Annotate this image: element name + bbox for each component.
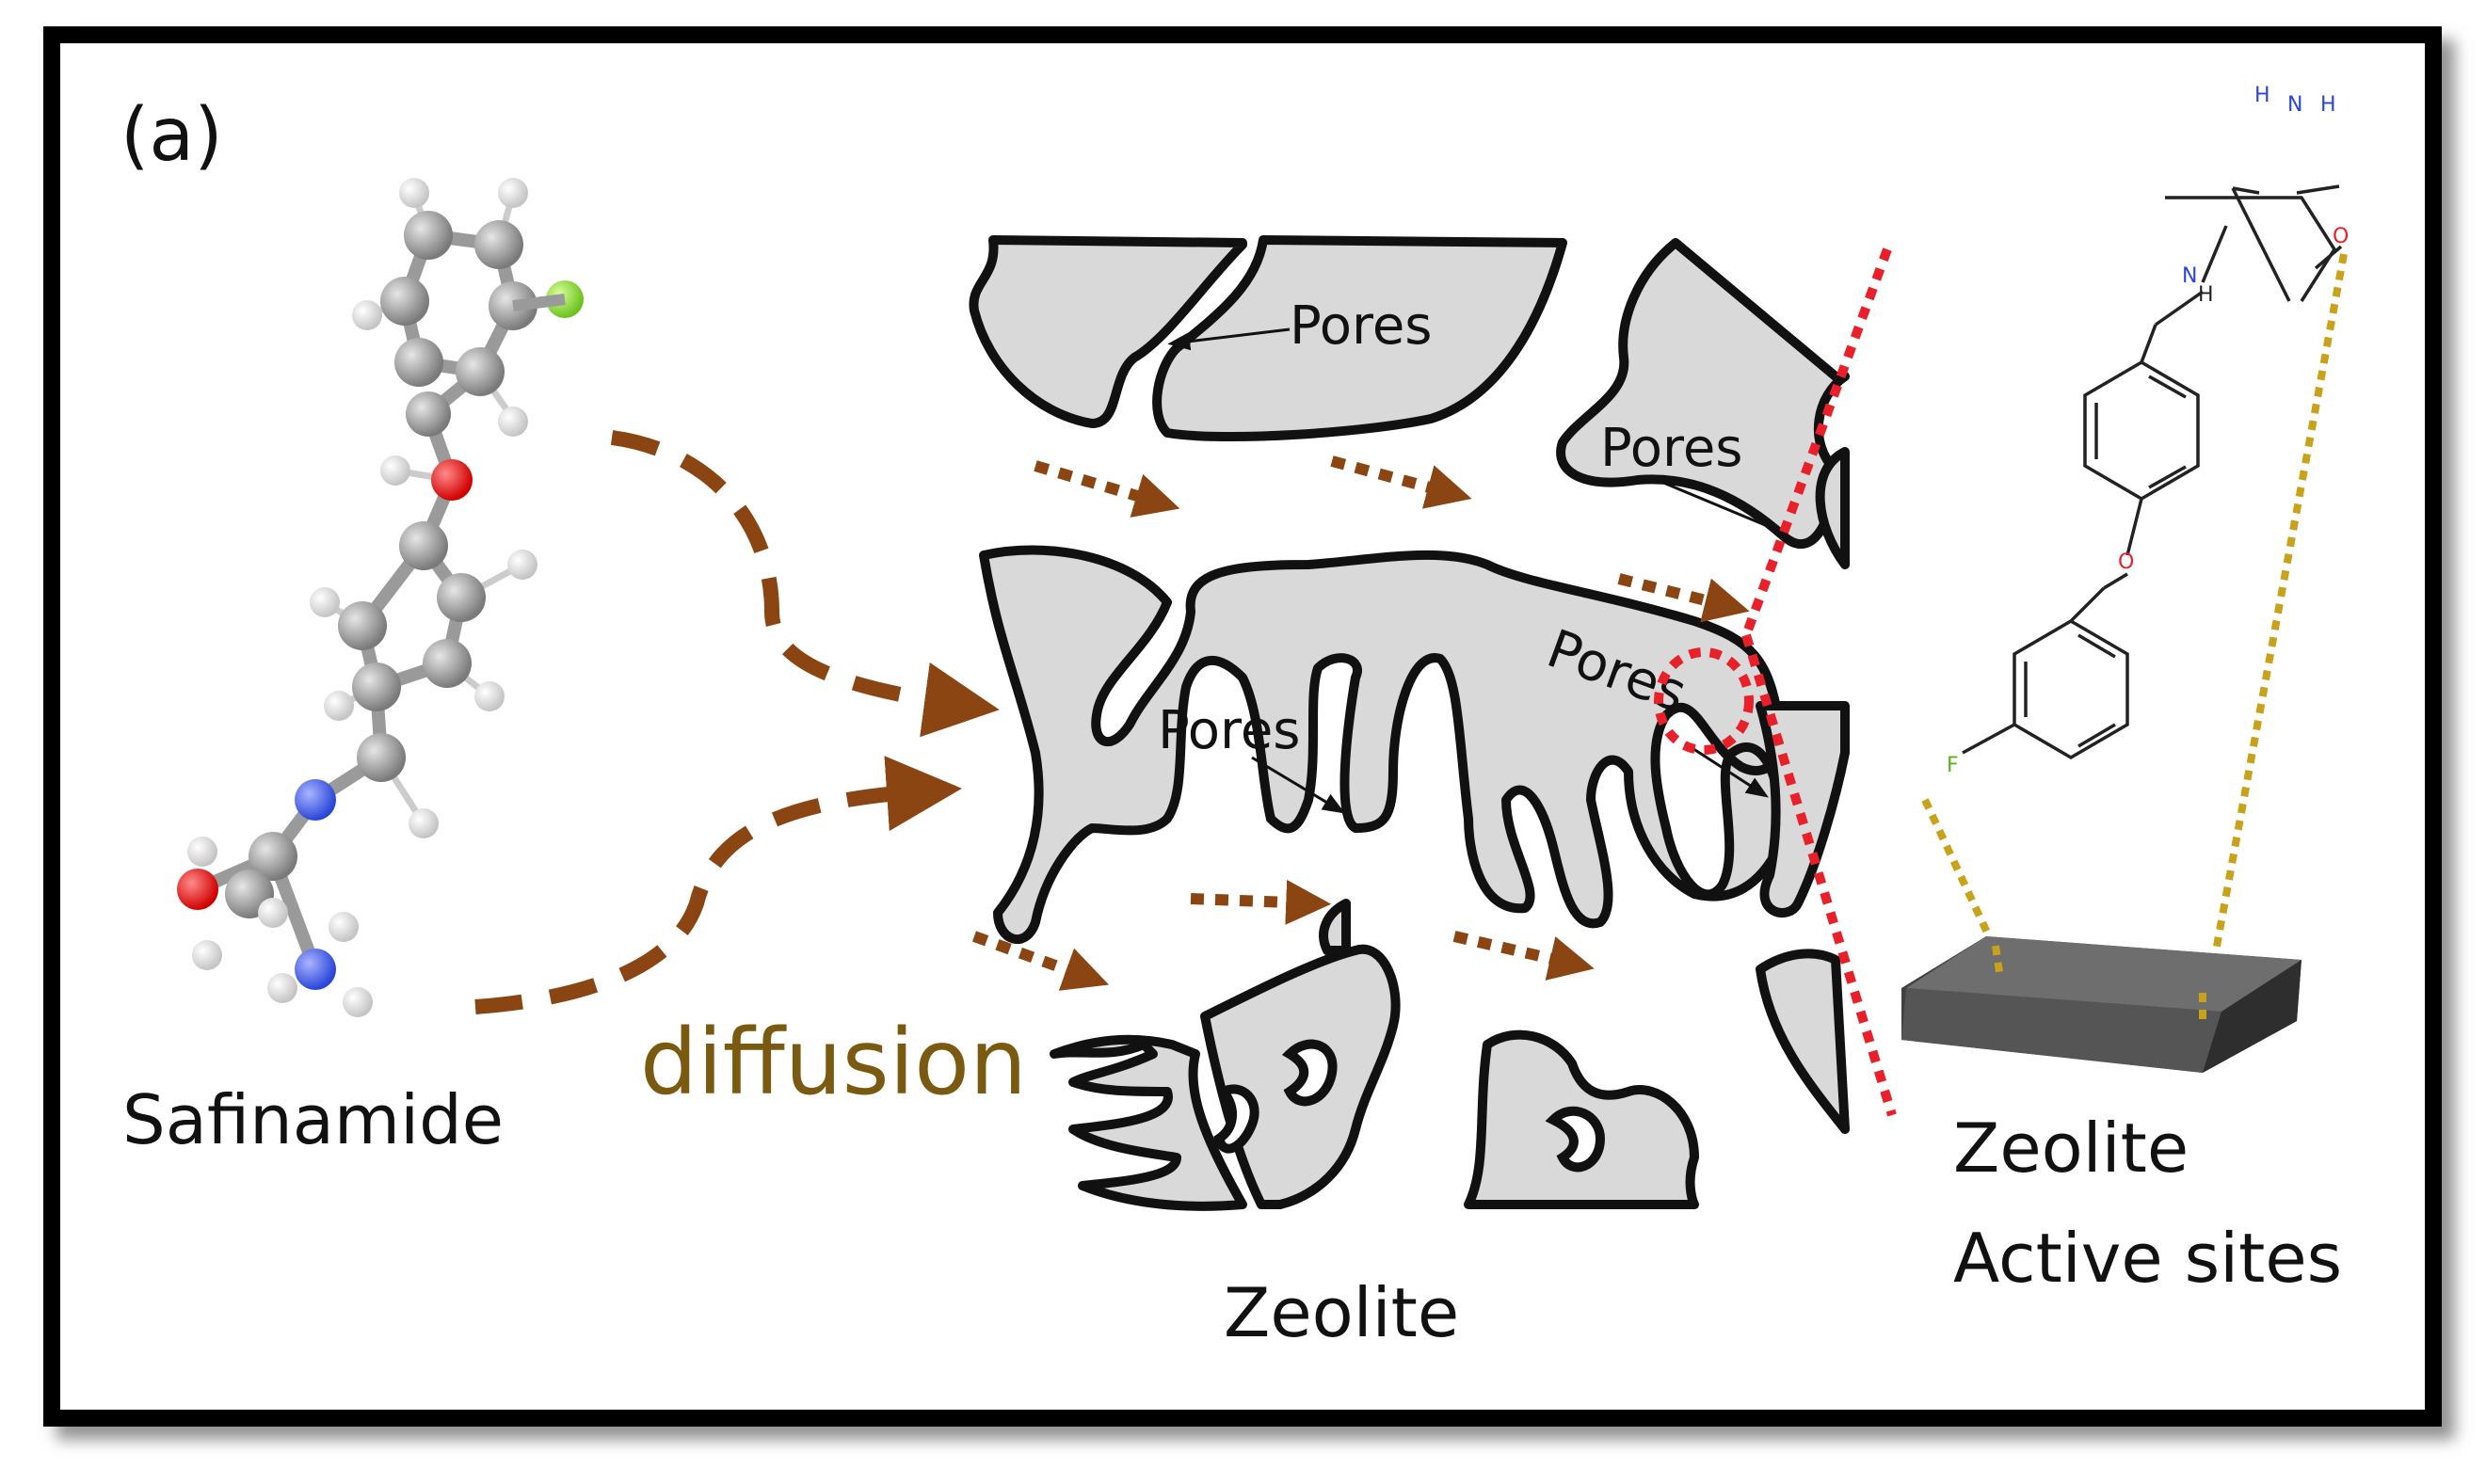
zeolite-block-edge-right <box>1815 447 1850 569</box>
diffusion-arrows <box>474 430 1000 1014</box>
svg-text:H: H <box>2254 84 2270 107</box>
pore-label-1: Pores <box>1290 295 1432 357</box>
zeolite-structure <box>969 235 1850 1211</box>
zeolite-block-middle <box>979 545 1787 945</box>
svg-text:N: N <box>2287 93 2302 117</box>
safinamide-structural-formula <box>1962 184 2343 760</box>
diffusion-arrow-lower <box>474 756 962 1014</box>
svg-text:O: O <box>2333 225 2349 248</box>
active-site-interactions <box>1921 253 2348 998</box>
active-site-boundary <box>1654 247 1897 1117</box>
svg-text:H: H <box>2198 283 2214 307</box>
pore-label-3: Pores <box>1158 700 1300 761</box>
zeolite-block-lower-right <box>1756 949 1850 1134</box>
formula-atom-labels: H N H O N H O F <box>1947 84 2349 777</box>
pore-label-2: Pores <box>1600 418 1742 479</box>
panel-label: (a) <box>120 93 223 178</box>
active-sites-subtitle: Active sites <box>1953 1219 2342 1298</box>
svg-text:F: F <box>1947 754 1959 777</box>
zeolite-block-top-center <box>1152 235 1567 442</box>
safinamide-3d-model <box>177 178 584 1017</box>
pore-diffusion-arrows <box>971 455 1750 991</box>
svg-text:N: N <box>2182 264 2197 288</box>
figure-frame <box>43 26 2442 1427</box>
svg-text:H: H <box>2320 93 2336 117</box>
svg-text:O: O <box>2118 551 2134 574</box>
active-sites-title: Zeolite <box>1953 1109 2189 1188</box>
zeolite-holes <box>1213 1039 1606 1173</box>
zeolite-block-top-left <box>969 235 1247 428</box>
safinamide-label: Safinamide <box>122 1080 504 1159</box>
diffusion-arrow-upper <box>610 430 1000 738</box>
zeolite-block-bottom-left <box>1050 1034 1247 1211</box>
zeolite-label: Zeolite <box>1224 1273 1459 1352</box>
diffusion-label: diffusion <box>640 1010 1027 1115</box>
